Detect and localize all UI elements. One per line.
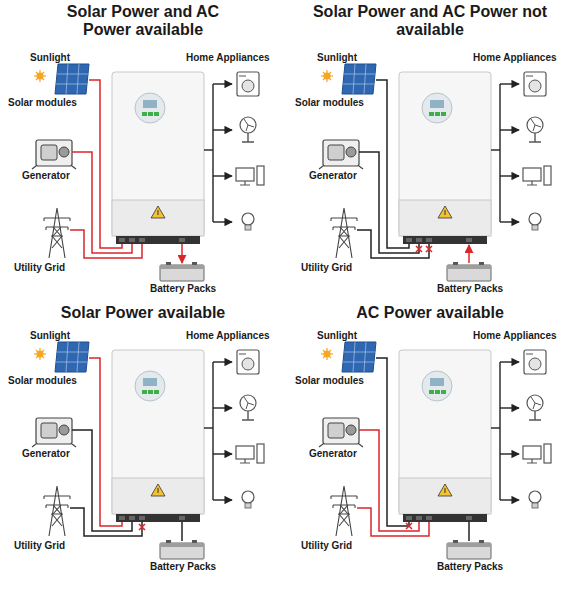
generator-wire <box>72 430 132 531</box>
cut-mark <box>416 246 422 252</box>
appliances-label: Home Appliances <box>186 52 270 64</box>
generator-label: Generator <box>309 448 357 460</box>
solar-wire <box>89 358 122 526</box>
solar-label: Solar modules <box>8 375 77 387</box>
battery-wire <box>468 522 470 541</box>
grid-label: Utility Grid <box>14 540 65 552</box>
panel-title: Solar Power available <box>8 304 278 322</box>
generator-wire <box>359 430 419 531</box>
generator-label: Generator <box>22 448 70 460</box>
battery-label: Battery Packs <box>150 561 216 573</box>
generator-wire <box>72 152 132 253</box>
generator-label: Generator <box>22 170 70 182</box>
panel-title: Solar Power and AC Power not available <box>310 3 550 40</box>
grid-wire <box>357 230 429 258</box>
grid-label: Utility Grid <box>301 540 352 552</box>
cut-mark <box>406 523 412 529</box>
solar-wire <box>376 80 409 248</box>
sunlight-label: Sunlight <box>317 52 357 64</box>
generator-label: Generator <box>309 170 357 182</box>
grid-label: Utility Grid <box>301 262 352 274</box>
battery-wire <box>181 244 183 263</box>
grid-wire <box>357 508 429 536</box>
appliances-label: Home Appliances <box>186 330 270 342</box>
grid-wire <box>70 508 142 536</box>
generator-wire <box>359 152 419 253</box>
battery-label: Battery Packs <box>150 283 216 295</box>
appliances-label: Home Appliances <box>473 52 557 64</box>
sunlight-label: Sunlight <box>30 330 70 342</box>
solar-wire <box>376 358 409 526</box>
panel-title: Solar Power and AC Power available <box>53 3 233 40</box>
cut-mark <box>139 524 145 530</box>
cut-mark <box>426 246 432 252</box>
battery-wire <box>181 522 183 541</box>
appliances-label: Home Appliances <box>473 330 557 342</box>
solar-label: Solar modules <box>295 375 364 387</box>
sunlight-label: Sunlight <box>317 330 357 342</box>
panel-title: AC Power available <box>295 304 565 322</box>
solar-label: Solar modules <box>295 97 364 109</box>
battery-label: Battery Packs <box>437 561 503 573</box>
battery-label: Battery Packs <box>437 283 503 295</box>
battery-wire <box>468 245 470 263</box>
grid-wire <box>70 230 142 258</box>
sunlight-label: Sunlight <box>30 52 70 64</box>
grid-label: Utility Grid <box>14 262 65 274</box>
solar-wire <box>89 80 122 248</box>
solar-label: Solar modules <box>8 97 77 109</box>
